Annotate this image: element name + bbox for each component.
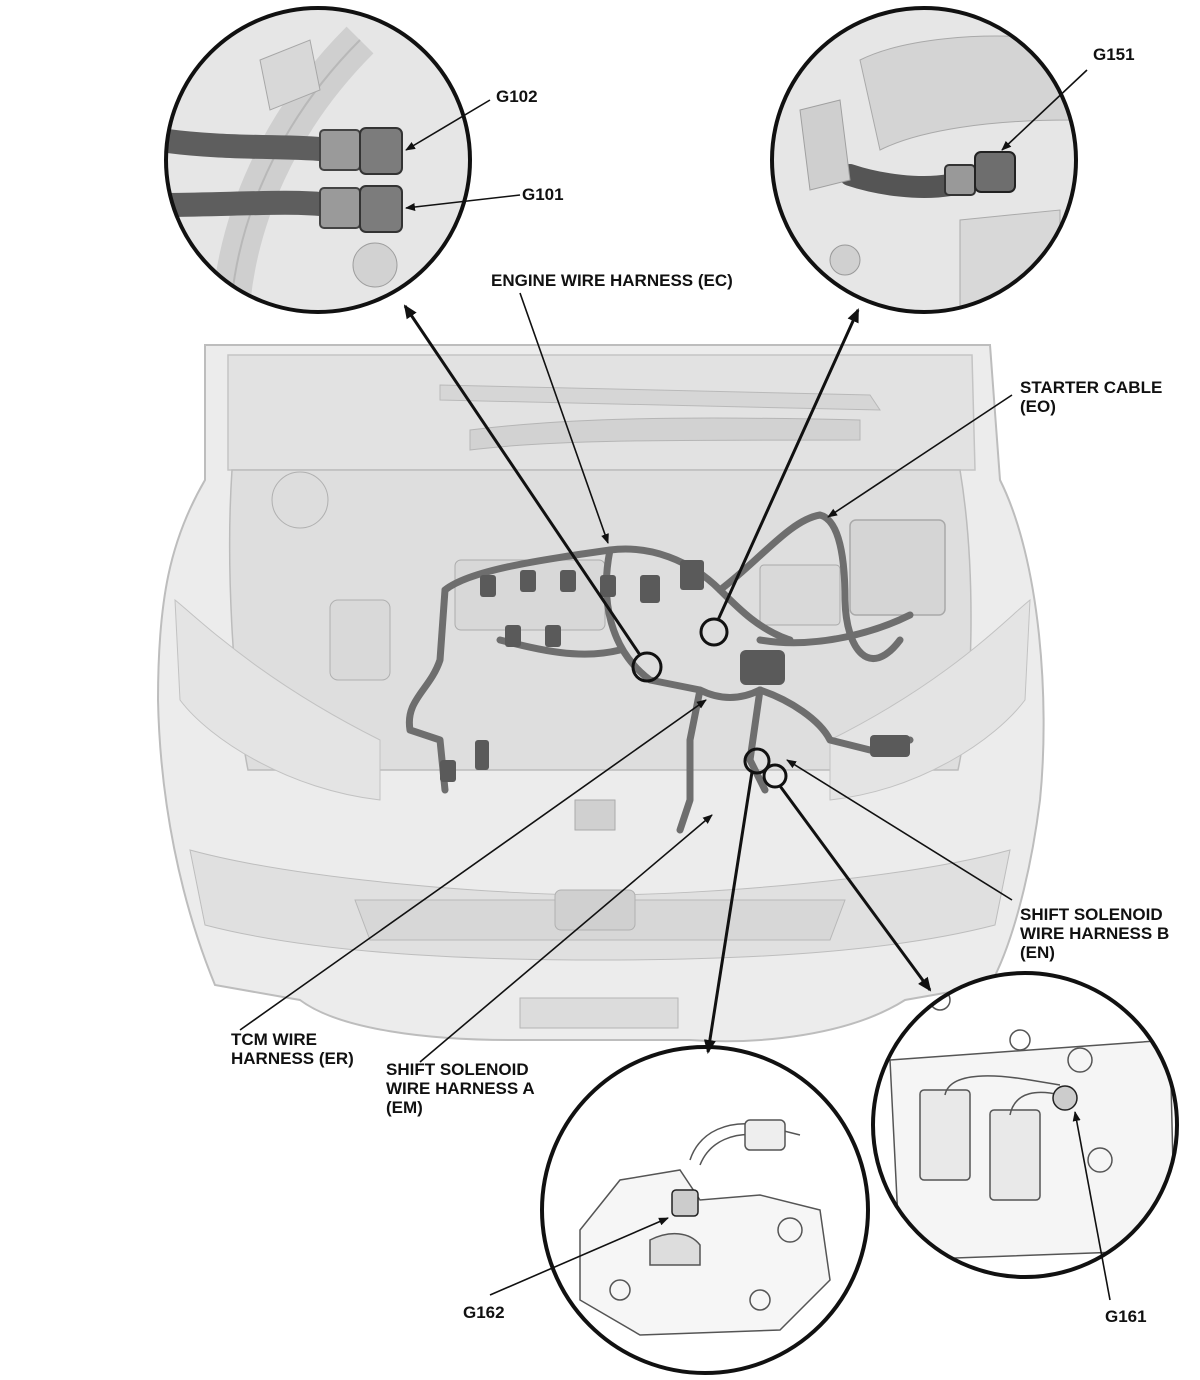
label-tcm-line2: HARNESS (ER) [231,1049,354,1068]
label-shift-solenoid-b-line1: SHIFT SOLENOID [1020,905,1163,924]
label-shift-solenoid-b: SHIFT SOLENOID WIRE HARNESS B (EN) [1020,905,1169,962]
label-starter-cable-line1: STARTER CABLE [1020,378,1163,397]
detail-arrows [403,304,932,1054]
detail-view-g161 [871,971,1179,1279]
label-g151: G151 [1093,45,1135,64]
label-tcm-line1: TCM WIRE [231,1030,317,1049]
label-starter-cable: STARTER CABLE (EO) [1020,378,1162,416]
label-shift-solenoid-b-line3: (EN) [1020,943,1055,962]
label-g102: G102 [496,87,538,106]
label-g161: G161 [1105,1307,1147,1326]
label-g101: G101 [522,185,564,204]
label-starter-cable-line2: (EO) [1020,397,1056,416]
label-engine-wire-harness: ENGINE WIRE HARNESS (EC) [491,271,733,290]
detail-view-g101-g102 [164,6,472,314]
label-shift-solenoid-a-line2: WIRE HARNESS A [386,1079,535,1098]
label-shift-solenoid-a: SHIFT SOLENOID WIRE HARNESS A (EM) [386,1060,535,1117]
label-g162: G162 [463,1303,505,1322]
vehicle-body [156,344,1045,1043]
label-shift-solenoid-a-line1: SHIFT SOLENOID [386,1060,529,1079]
detail-view-g151 [770,6,1078,314]
wire-harness-connectors [440,560,910,782]
ground-location-markers [631,617,788,789]
label-tcm-wire-harness: TCM WIRE HARNESS (ER) [231,1030,354,1068]
detail-view-g162 [540,1045,870,1375]
label-shift-solenoid-b-line2: WIRE HARNESS B [1020,924,1170,943]
label-shift-solenoid-a-line3: (EM) [386,1098,423,1117]
leader-lines [239,69,1111,1301]
